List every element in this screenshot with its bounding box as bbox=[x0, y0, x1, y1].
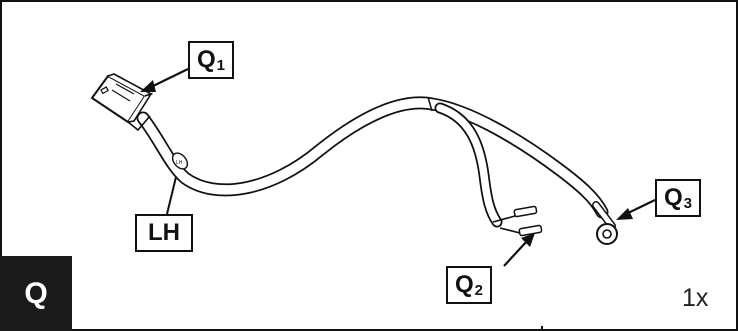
callout-lh: LH bbox=[135, 214, 193, 252]
split-sleeve bbox=[427, 96, 433, 112]
ring-terminal bbox=[592, 201, 618, 245]
callout-q1-index: 1 bbox=[216, 56, 225, 74]
lh-band-text: LH bbox=[176, 160, 183, 166]
quantity-label: 1x bbox=[682, 284, 709, 312]
leader-arrows bbox=[140, 68, 656, 267]
branch-cable bbox=[434, 102, 503, 228]
connector-housing bbox=[90, 73, 154, 132]
callout-q3-index: 3 bbox=[683, 194, 692, 212]
part-letter: Q bbox=[24, 276, 48, 310]
callout-q2-index: 2 bbox=[474, 281, 483, 299]
callout-lh-label: LH bbox=[148, 219, 180, 246]
bottom-tick-mark bbox=[541, 326, 543, 331]
callout-q3-letter: Q bbox=[663, 184, 683, 211]
lh-band-marker: LH bbox=[171, 152, 189, 170]
callout-q1-letter: Q bbox=[196, 46, 216, 73]
part-letter-tab: Q bbox=[0, 256, 72, 331]
bare-wire-ends bbox=[492, 205, 543, 237]
callout-q2-letter: Q bbox=[454, 271, 474, 298]
main-cable bbox=[136, 96, 609, 219]
